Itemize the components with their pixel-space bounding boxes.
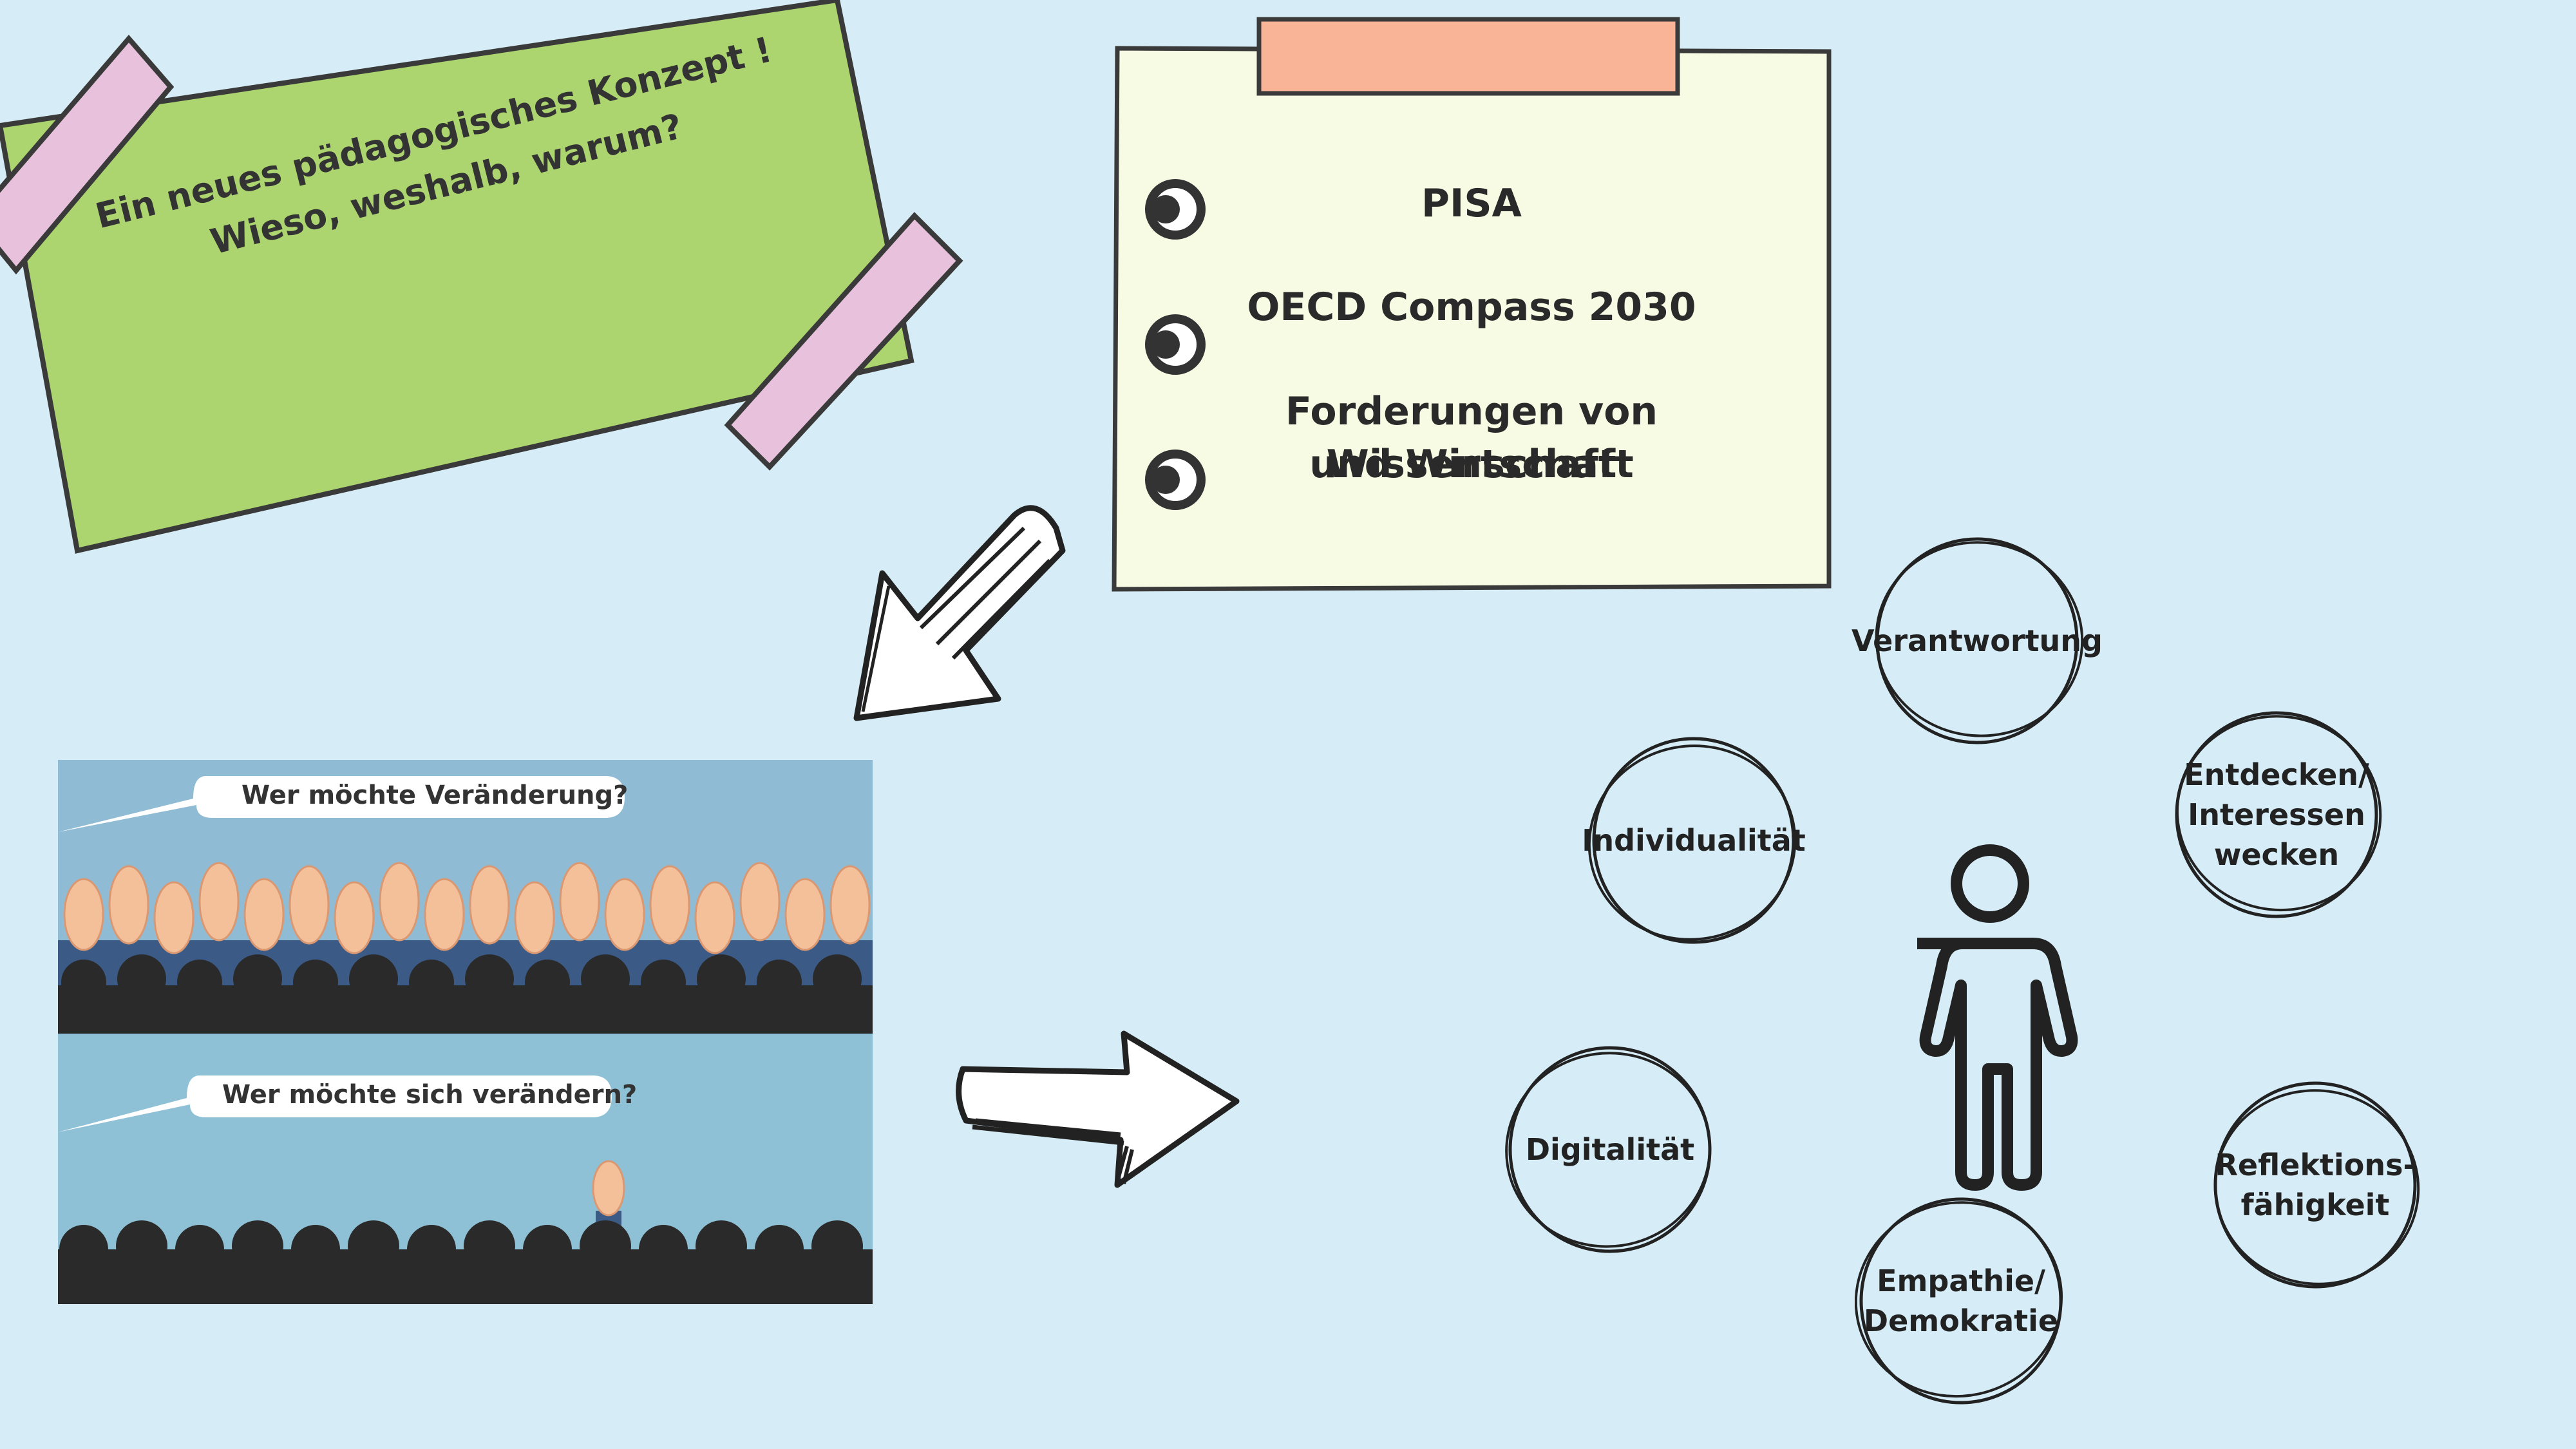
arrow-down-left-icon	[853, 505, 1066, 721]
trait-circle-verantwortung: Verantwortung	[1852, 535, 2103, 747]
trait-label-empathie: Empathie/ Demokratie	[1863, 1264, 2059, 1338]
binder-holes	[1145, 179, 1206, 510]
note-item-wirtschaft: und Wirtschaft	[1309, 442, 1634, 487]
trait-circle-reflektion: Reflektions- fähigkeit	[2209, 1079, 2421, 1291]
raised-hands-crowd	[58, 862, 873, 1034]
yellow-sticky-note	[1108, 13, 1842, 592]
tape-top	[1256, 17, 1680, 96]
tape-right	[724, 212, 963, 471]
arrow-right-icon	[956, 1030, 1240, 1188]
bubble-text-top: Wer möchte Veränderung?	[242, 781, 629, 810]
note-item-oecd: OECD Compass 2030	[1247, 285, 1696, 330]
crowd-illustration: Wer möchte Veränderung? Wer möchte sich …	[58, 760, 873, 1304]
green-sticky-note: Ein neues pädagogisches Konzept ! Wieso,…	[0, 0, 966, 580]
trait-circle-empathie: Empathie/ Demokratie	[1855, 1195, 2067, 1407]
tape-left	[0, 34, 175, 275]
speech-bubble-bottom	[58, 1075, 612, 1132]
trait-circle-individualitaet: Individualität	[1582, 734, 1806, 947]
trait-circle-entdecken: Entdecken/ Interessen wecken	[2170, 708, 2383, 921]
note-item-forderungen: Forderungen von Wissenschaft	[1285, 389, 1658, 487]
trait-label-digitalitaet: Digitalität	[1525, 1132, 1695, 1167]
trait-label-verantwortung: Verantwortung	[1852, 623, 2103, 658]
person-icon	[1917, 844, 2078, 1191]
note-item-pisa: PISA	[1421, 181, 1522, 226]
bubble-text-bottom: Wer möchte sich verändern?	[222, 1080, 638, 1110]
speech-bubble-top	[58, 776, 625, 832]
trait-label-entdecken: Entdecken/ Interessen wecken	[2184, 757, 2369, 872]
trait-label-individualitaet: Individualität	[1582, 823, 1806, 858]
trait-circle-digitalitaet: Digitalität	[1504, 1043, 1716, 1256]
trait-label-reflektion: Reflektions- fähigkeit	[2215, 1148, 2416, 1222]
